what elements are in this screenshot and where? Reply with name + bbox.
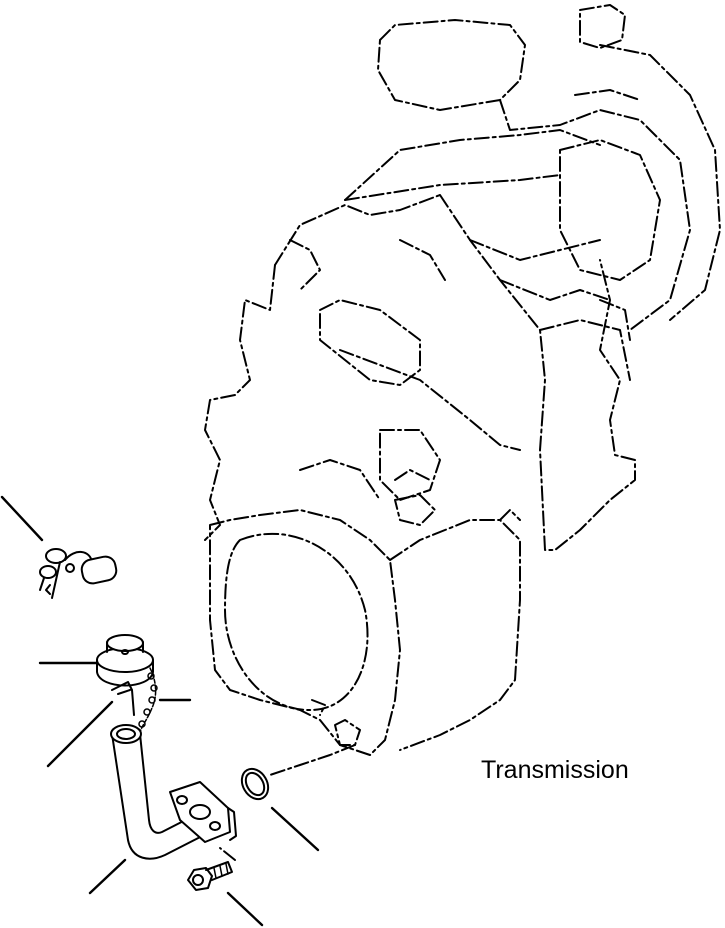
filler-tube <box>110 724 237 860</box>
bolt-center-line <box>219 847 236 861</box>
flange-bolt <box>187 861 233 891</box>
gauge-stick <box>111 681 135 716</box>
transmission-label: Transmission <box>481 756 629 784</box>
leader-filler-tube <box>88 858 127 895</box>
filler-cap <box>96 634 154 687</box>
leader-padlock <box>0 495 44 542</box>
leader-gauge-stick <box>46 700 114 768</box>
cap-chain <box>138 667 158 733</box>
leader-lines <box>0 495 320 927</box>
transmission-housing <box>204 4 721 776</box>
o-ring <box>240 767 270 801</box>
leader-flange-bolt <box>226 891 264 927</box>
padlock <box>39 548 118 599</box>
leader-o-ring <box>270 806 320 852</box>
